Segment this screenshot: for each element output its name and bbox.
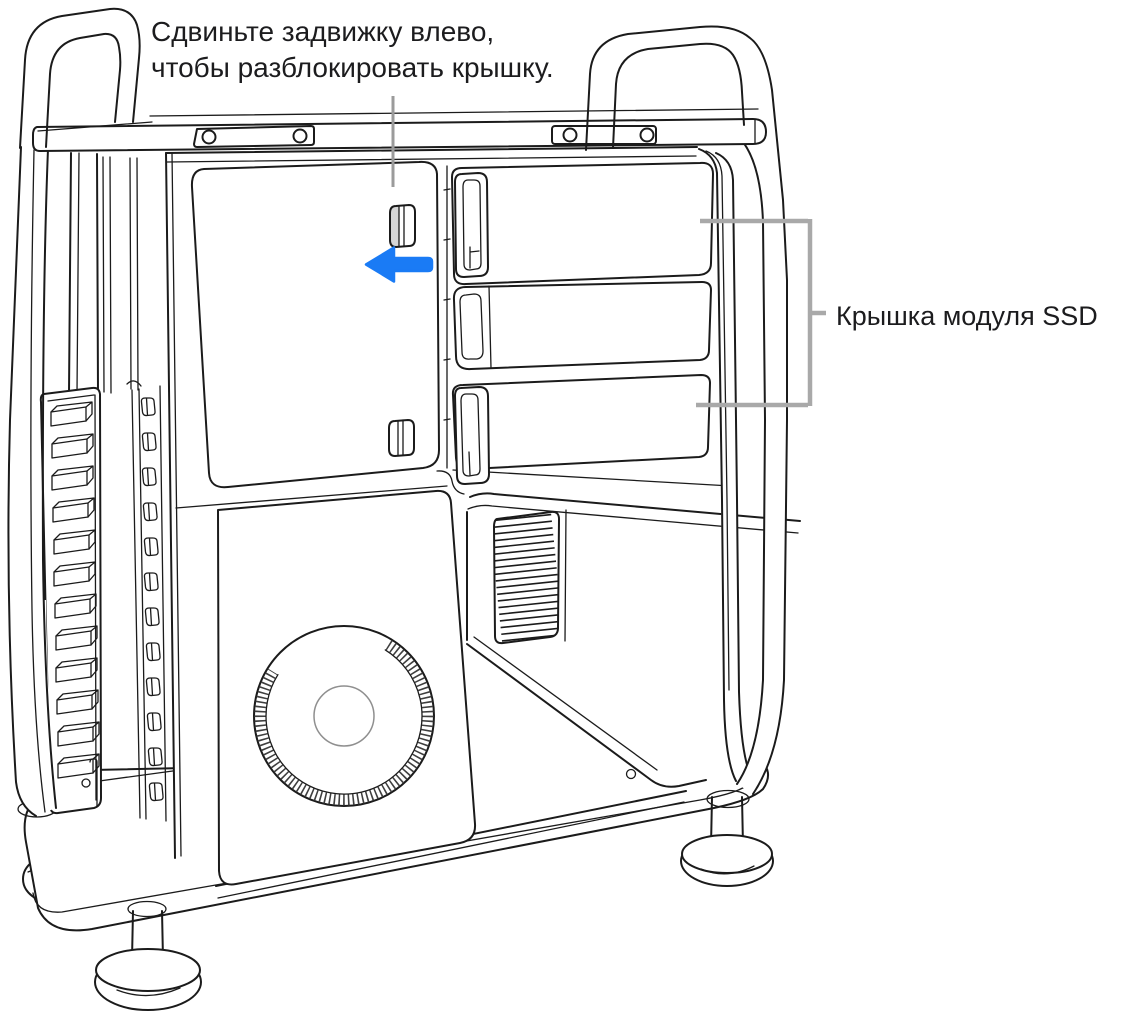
latch-instruction: Сдвиньте задвижку влево, чтобы разблокир… — [151, 14, 554, 86]
left-foot — [94, 910, 202, 1011]
ssd-cover-label: Крышка модуля SSD — [836, 301, 1098, 331]
ssd-cover-latch — [389, 204, 416, 248]
arrow-left-icon — [364, 246, 434, 283]
ssd-bracket — [696, 218, 826, 408]
dimm-cover-panel — [190, 160, 440, 489]
fan-panel — [217, 489, 477, 886]
fan — [253, 625, 435, 807]
left-handle — [19, 7, 141, 149]
lower-latch — [388, 419, 415, 457]
frame-left-leg — [7, 146, 57, 817]
ssd-cover-middle — [452, 281, 712, 371]
top-rail — [32, 108, 767, 152]
right-handle — [585, 25, 788, 795]
frame-rear-leg — [68, 152, 99, 394]
chassis-body — [39, 146, 801, 899]
ssd-cover-top — [451, 161, 714, 286]
ssd-cover-bottom — [451, 374, 711, 485]
front-vent-panel — [39, 386, 102, 815]
ssd-bay-edge — [443, 165, 451, 469]
latch-instruction-line2: чтобы разблокировать крышку. — [151, 52, 554, 83]
right-foot — [680, 796, 774, 887]
frame-right-tubes — [698, 130, 787, 794]
latch-instruction-line1: Сдвиньте задвижку влево, — [151, 16, 495, 47]
vent-grille — [493, 509, 567, 645]
front-slot-column — [126, 380, 167, 822]
